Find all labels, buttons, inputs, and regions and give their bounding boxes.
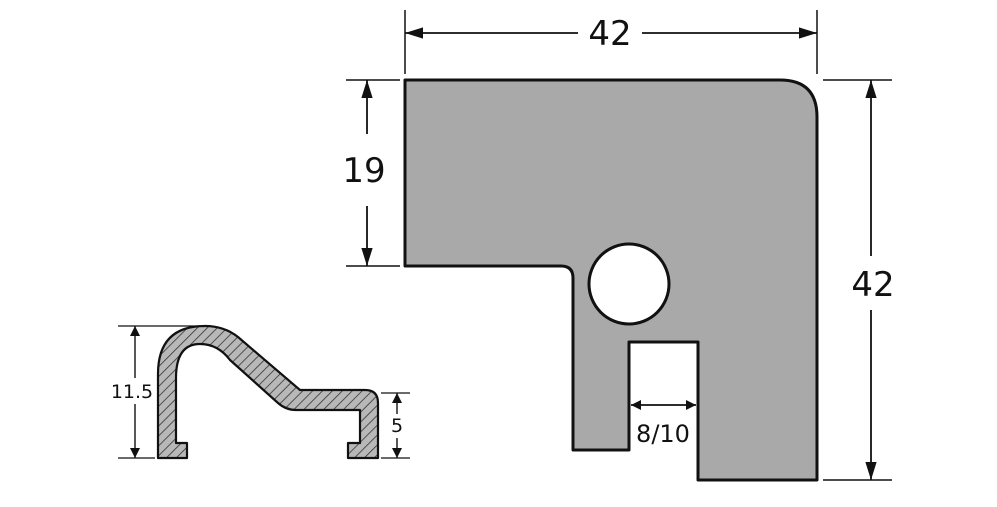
slot-width-dimension: 8/10 xyxy=(631,400,696,448)
clip-height-label: 11.5 xyxy=(111,381,153,403)
right-height-dimension: 42 xyxy=(823,79,895,481)
clip-section xyxy=(156,324,380,460)
slot-width-label: 8/10 xyxy=(636,420,690,448)
left-height-label: 19 xyxy=(342,151,385,191)
left-height-dimension: 19 xyxy=(342,79,400,267)
clip-lip-dimension: 5 xyxy=(381,392,410,459)
clip-lip-label: 5 xyxy=(391,415,403,437)
clip-profile xyxy=(156,324,380,460)
top-width-dimension: 42 xyxy=(404,10,818,74)
profile-section xyxy=(403,78,819,482)
profile-hole xyxy=(587,242,671,326)
right-height-label: 42 xyxy=(851,265,894,305)
clip-height-dimension: 11.5 xyxy=(111,325,200,459)
top-width-label: 42 xyxy=(588,14,631,54)
